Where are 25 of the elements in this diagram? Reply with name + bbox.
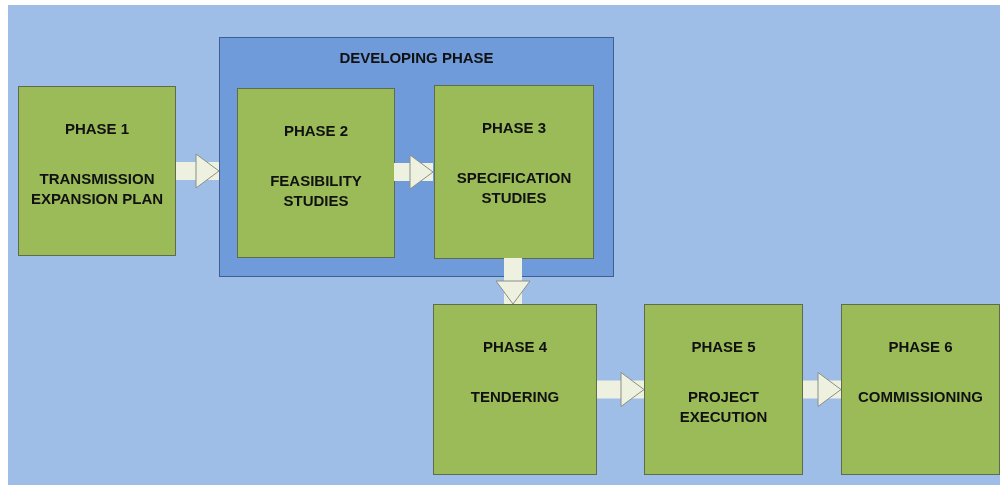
phase-name: TRANSMISSION EXPANSION PLAN xyxy=(29,169,165,209)
phase-name: COMMISSIONING xyxy=(857,387,984,407)
block-arrow xyxy=(394,154,434,190)
phase-box xyxy=(237,88,395,258)
phase-group-box xyxy=(219,37,614,277)
phase-name: TENDERING xyxy=(469,387,561,407)
phase-name: FEASIBILITY STUDIES xyxy=(269,171,363,211)
phase-heading: PHASE 5 xyxy=(690,337,757,357)
phase-heading: PHASE 2 xyxy=(282,121,350,141)
block-arrow xyxy=(803,372,842,407)
phase-box xyxy=(434,85,594,259)
phase-heading: PHASE 1 xyxy=(63,119,131,139)
block-arrow xyxy=(176,153,220,189)
phase-heading: PHASE 6 xyxy=(887,337,954,357)
phase-box xyxy=(841,304,1000,475)
phase-heading: PHASE 3 xyxy=(480,118,548,138)
phase-box xyxy=(18,86,176,256)
phase-heading: PHASE 4 xyxy=(481,337,549,357)
phase-name: SPECIFICATION STUDIES xyxy=(455,168,573,208)
phase-name: PROJECT EXECUTION xyxy=(678,387,769,427)
group-title: DEVELOPING PHASE xyxy=(338,48,495,68)
phase-box xyxy=(433,304,597,475)
phase-box xyxy=(644,304,803,475)
block-arrow xyxy=(597,372,645,407)
block-arrow xyxy=(495,258,531,305)
